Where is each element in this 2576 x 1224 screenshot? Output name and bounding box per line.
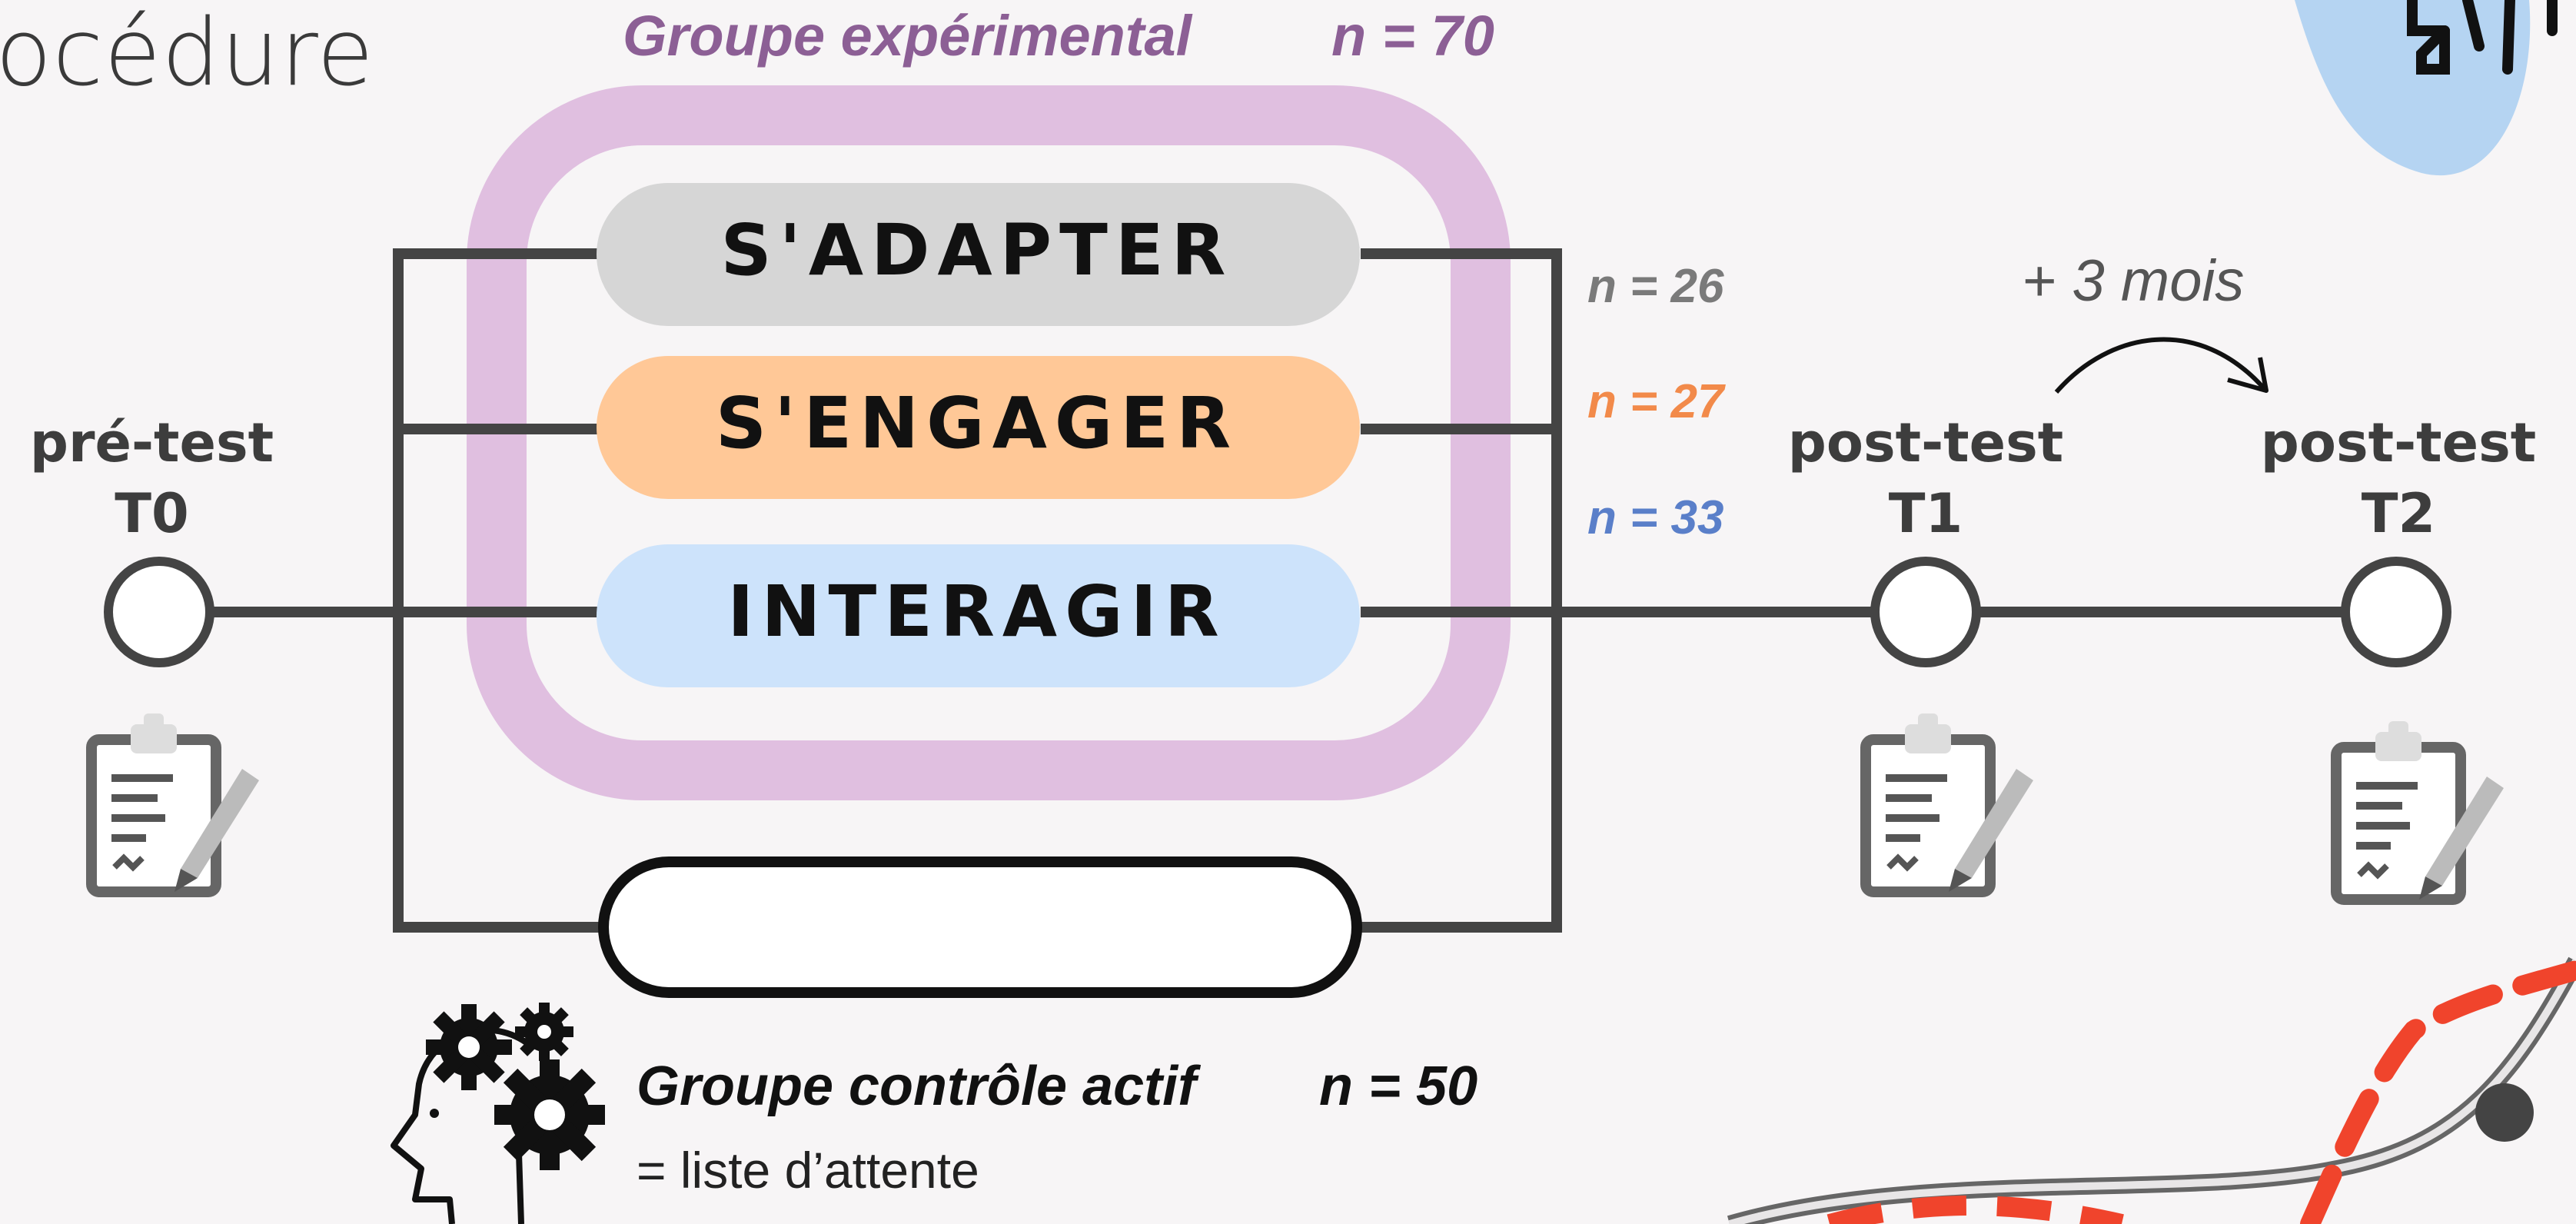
control-group-pill bbox=[598, 856, 1362, 998]
module-n-adapter: n = 26 bbox=[1587, 260, 1724, 313]
timepoint-t2-label: post-test T2 bbox=[2233, 407, 2564, 549]
timepoint-t2-name: post-test bbox=[2260, 411, 2537, 474]
blue-blob-decoration bbox=[2295, 0, 2531, 176]
module-pill-engager bbox=[597, 356, 1360, 499]
module-n-interagir: n = 33 bbox=[1587, 491, 1724, 544]
timepoint-t2-circle bbox=[2341, 557, 2451, 667]
experimental-group-frame bbox=[467, 85, 1511, 800]
flow-lines bbox=[212, 248, 2346, 933]
timepoint-t2-code: T2 bbox=[2361, 482, 2436, 545]
control-group-title: Groupe contrôle actif bbox=[637, 1056, 1197, 1117]
timepoint-t0-code: T0 bbox=[115, 482, 189, 545]
clipboard-icon bbox=[1860, 713, 2033, 897]
experimental-group-title: Groupe expérimental bbox=[623, 4, 1192, 68]
interval-label: + 3 mois bbox=[2022, 248, 2245, 314]
experimental-group-n: n = 70 bbox=[1331, 4, 1494, 68]
timepoint-t1-name: post-test bbox=[1787, 411, 2064, 474]
module-pill-adapter bbox=[597, 183, 1360, 326]
control-group-subtitle: = liste d’attente bbox=[637, 1142, 979, 1199]
head-gears-icon bbox=[391, 1003, 605, 1224]
timepoint-t0-name: pré-test bbox=[29, 411, 274, 474]
module-n-engager: n = 27 bbox=[1587, 375, 1724, 428]
clipboard-icon bbox=[2331, 721, 2504, 905]
control-group-n: n = 50 bbox=[1319, 1056, 1478, 1117]
module-label-interagir: INTERAGIR bbox=[727, 570, 1227, 653]
timepoint-t1-code: T1 bbox=[1888, 482, 1963, 545]
timepoint-t1-label: post-test T1 bbox=[1760, 407, 2091, 549]
road-decoration bbox=[1727, 956, 2576, 1224]
module-label-engager: S'ENGAGER bbox=[715, 382, 1239, 464]
clipboard-icon bbox=[86, 713, 259, 897]
module-pill-interagir bbox=[597, 544, 1360, 687]
interval-arrow-icon bbox=[2054, 337, 2266, 394]
page-title-fragment: océdure bbox=[0, 0, 374, 107]
timepoint-t1-circle bbox=[1870, 557, 1981, 667]
module-label-adapter: S'ADAPTER bbox=[720, 209, 1234, 291]
timepoint-t0-circle bbox=[104, 557, 214, 667]
stick-figure-icon bbox=[2407, 0, 2558, 75]
timepoint-t0-label: pré-test T0 bbox=[0, 407, 304, 549]
